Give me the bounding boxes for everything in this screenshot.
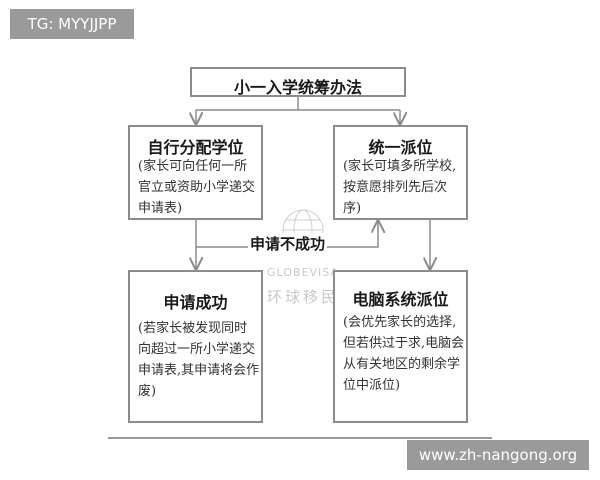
self-allocation-body: (家长可向任何一所官立或资助小学递交申请表)	[138, 159, 256, 216]
self-allocation-box: 自行分配学位 (家长可向任何一所官立或资助小学递交申请表)	[128, 125, 263, 220]
diagram-title: 小一入学统筹办法	[233, 78, 362, 97]
watermark-chinese: 环球移民	[266, 288, 339, 306]
unified-allocation-body: (家长可填多所学校,按意愿排列先后次序)	[343, 159, 457, 216]
unified-allocation-title: 统一派位	[368, 138, 433, 157]
computer-allocation-body: (会优先家长的选择,但若供过于求,电脑会从有关地区的剩余学位中派位)	[343, 315, 465, 393]
watermark-english: GLOBEVISA	[267, 266, 339, 279]
channel-tag: TG: MYYJJPP	[10, 9, 134, 39]
diagram-title-box: 小一入学统筹办法	[190, 67, 406, 97]
computer-allocation-title: 电脑系统派位	[352, 290, 449, 309]
application-success-box: 申请成功 (若家长被发现同时向超过一所小学递交申请表,其申请将会作废)	[128, 270, 263, 423]
computer-allocation-box: 电脑系统派位 (会优先家长的选择,但若供过于求,电脑会从有关地区的剩余学位中派位…	[333, 270, 468, 423]
unified-allocation-box: 统一派位 (家长可填多所学校,按意愿排列先后次序)	[333, 125, 468, 220]
website-tag: www.zh-nangong.org	[407, 440, 589, 470]
application-success-title: 申请成功	[163, 293, 228, 312]
application-success-body: (若家长被发现同时向超过一所小学递交申请表,其申请将会作废)	[138, 321, 260, 399]
application-fail-label: 申请不成功	[248, 233, 328, 254]
self-allocation-title: 自行分配学位	[147, 138, 244, 157]
